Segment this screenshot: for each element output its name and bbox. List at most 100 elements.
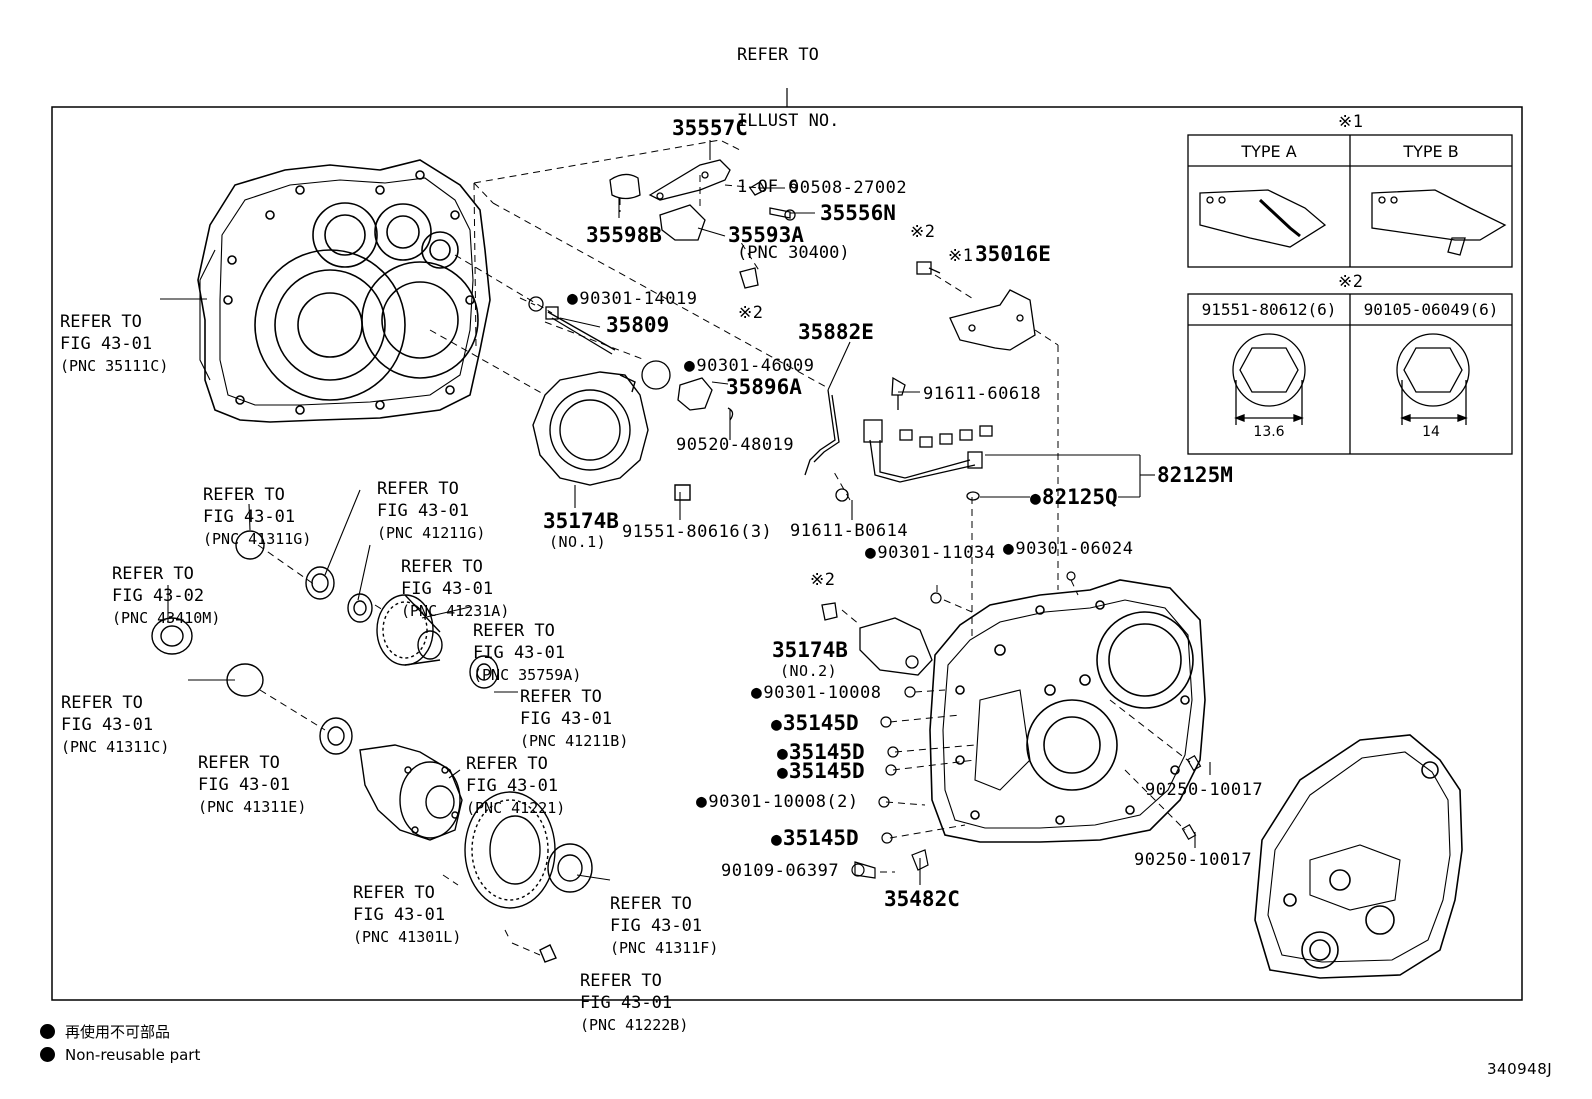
note-2-a: ※2: [738, 303, 764, 323]
ref-line: FIG 43-01: [353, 905, 446, 925]
part-35896A: 35896A: [726, 375, 802, 399]
ref-line: REFER TO: [473, 621, 555, 641]
inset2-left-dim: 13.6: [1253, 424, 1285, 440]
ref-line: REFER TO: [353, 883, 435, 903]
ref-pnc: (PNC 41311F): [610, 939, 719, 957]
ref-line: REFER TO: [580, 971, 662, 991]
ref-line: FIG 43-01: [473, 643, 566, 663]
plate-35016E: [949, 289, 1036, 351]
part-35016E: 35016E: [975, 242, 1051, 266]
ref-line: REFER TO: [198, 753, 280, 773]
bolt-35809: [528, 296, 734, 421]
harness-82125M: [804, 376, 993, 502]
ref-pnc: (PNC 41211G): [377, 524, 486, 542]
ref-line: REFER TO: [401, 557, 483, 577]
ref-line: REFER TO: [520, 687, 602, 707]
ref-pnc: (PNC 41231A): [401, 602, 510, 620]
note-2-b: ※2: [910, 222, 936, 242]
inset1-type-a: TYPE A: [1241, 142, 1297, 161]
part-91551-80616: 91551-80616(3): [622, 522, 773, 542]
ref-line: REFER TO: [737, 45, 819, 65]
ref-line: REFER TO: [60, 312, 142, 332]
part-35593A: 35593A: [728, 223, 804, 247]
part-82125M: 82125M: [1157, 463, 1233, 487]
seals-bearings-left: [151, 530, 593, 963]
transmission-case-left: [197, 159, 491, 423]
part-90301-10008: 90301-10008: [751, 683, 881, 703]
inset2-right-part: 90105-06049(6): [1363, 300, 1499, 319]
ref-pnc: (PNC 41211B): [520, 732, 629, 750]
part-90301-46009: 90301-46009: [684, 356, 814, 376]
inset1-note: ※1: [1338, 112, 1364, 132]
ref-line: REFER TO: [203, 485, 285, 505]
part-90520-48019: 90520-48019: [676, 435, 795, 455]
leader-lines: [160, 140, 1211, 885]
legend-jp: 再使用不可部品: [40, 1021, 170, 1042]
part-90109-06397: 90109-06397: [721, 861, 840, 881]
ref-line: FIG 43-01: [61, 715, 154, 735]
ref-line: FIG 43-01: [377, 501, 470, 521]
ref-line: FIG 43-01: [580, 993, 673, 1013]
legend-jp-text: 再使用不可部品: [65, 1023, 171, 1041]
part-91611-60618: 91611-60618: [923, 384, 1042, 404]
ref-pnc: (PNC 41311G): [203, 530, 312, 548]
transmission-case-right: [929, 579, 1206, 843]
inset1-type-b: TYPE B: [1403, 142, 1459, 161]
differential-case: [359, 744, 463, 841]
ref-line: REFER TO: [610, 894, 692, 914]
ref-pnc: (PNC 41311E): [198, 798, 307, 816]
inset2-note: ※2: [1338, 272, 1364, 292]
ref-line: FIG 43-01: [401, 579, 494, 599]
ref-line: REFER TO: [377, 479, 459, 499]
ref-line: FIG 43-01: [203, 507, 296, 527]
ref-pnc: (PNC 41222B): [580, 1016, 689, 1034]
ref-line: REFER TO: [112, 564, 194, 584]
ref-pnc: (PNC 41301L): [353, 928, 462, 946]
inset-type-table: [1187, 134, 1513, 268]
part-90508-27002: 90508-27002: [789, 178, 908, 198]
ref-line: FIG 43-02: [112, 586, 205, 606]
part-35557C: 35557C: [672, 116, 748, 140]
part-90301-10008-2: 90301-10008(2): [696, 792, 859, 812]
bracket-35557C: [609, 159, 941, 289]
part-35809: 35809: [606, 313, 670, 337]
note-1-b: ※1: [948, 246, 974, 266]
ref-line: FIG 43-01: [520, 709, 613, 729]
inset2-left-part: 91551-80612(6): [1201, 300, 1337, 319]
non-reusable-bullet-icon: [40, 1047, 55, 1062]
ref-line: ILLUST NO.: [737, 111, 840, 131]
ref-line: (PNC 30400): [737, 243, 850, 263]
part-90301-11034: 90301-11034: [865, 543, 995, 563]
ref-pnc: (PNC 35759A): [473, 666, 582, 684]
gear-35759A: [376, 594, 443, 666]
ref-line: FIG 43-01: [466, 776, 559, 796]
inset-bolt-table: [1187, 293, 1513, 455]
part-90301-06024: 90301-06024: [1003, 539, 1133, 559]
ref-line: REFER TO: [466, 754, 548, 774]
part-35174B-no1-sub: (NO.1): [549, 533, 607, 551]
ring-gear-41221: [464, 791, 556, 909]
top-reference-label: REFER TO ILLUST NO. 1 OF 6 (PNC 30400): [737, 0, 850, 286]
part-90250-10017-b: 90250-10017: [1134, 850, 1253, 870]
ref-line: REFER TO: [61, 693, 143, 713]
part-35145D-3: 35145D: [777, 759, 865, 785]
part-35174B-no1: 35174B: [543, 509, 619, 533]
legend-en: Non-reusable part: [40, 1046, 200, 1064]
ref-pnc: (PNC 43410M): [112, 609, 221, 627]
part-35556N: 35556N: [820, 201, 896, 225]
cover-35174B-no1: [532, 371, 691, 501]
ref-line: 1 OF 6: [737, 177, 799, 197]
case-plate-35174B-no2: [821, 602, 933, 676]
